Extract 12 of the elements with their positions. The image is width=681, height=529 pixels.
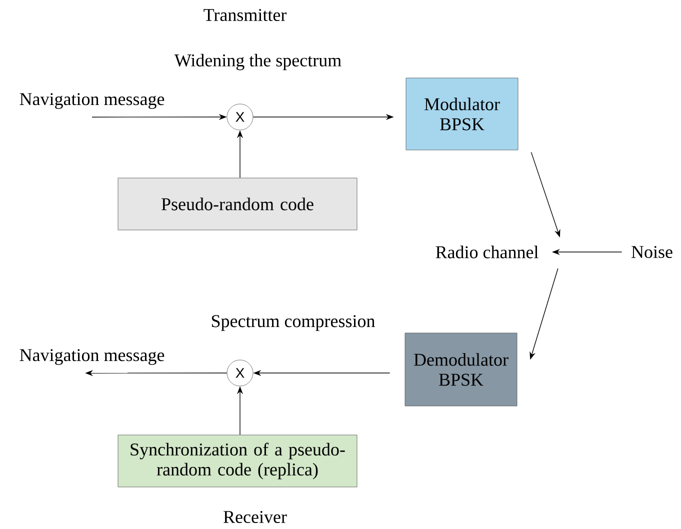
modulator-box: Modulator BPSK [406, 78, 518, 150]
code-box: Pseudo-random code [118, 178, 358, 230]
noise-text: Noise [632, 246, 672, 258]
sync-box: Synchronization of a pseudo-random code (replica) [118, 434, 358, 488]
section-label: Receiver [224, 510, 287, 524]
channel-text: Radio channel [436, 246, 538, 258]
section-label: Spectrum compression [212, 315, 375, 331]
message-text: Navigation message [20, 349, 164, 365]
demodulator-box: Demodulator BPSK [404, 332, 518, 406]
message-text: Navigation message [20, 93, 164, 109]
section-label: Widening the spectrum [174, 54, 342, 70]
section-label: Transmitter [204, 8, 287, 22]
